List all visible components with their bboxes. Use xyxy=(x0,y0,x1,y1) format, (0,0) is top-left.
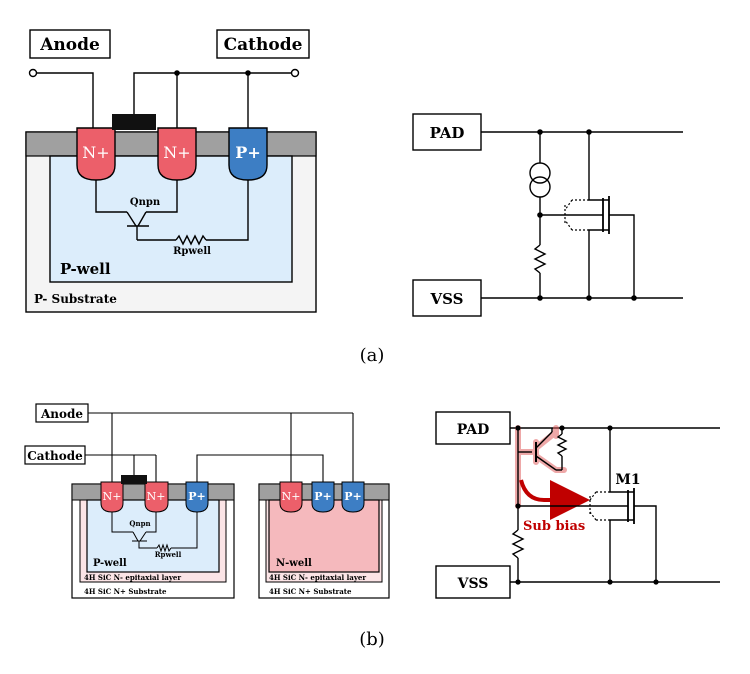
right-n-plus xyxy=(279,481,303,513)
vss-box-b xyxy=(435,565,511,599)
right-p-plus-1 xyxy=(311,481,335,513)
left-p-well-label: P-well xyxy=(93,558,127,569)
pad-label-b: PAD xyxy=(457,422,490,438)
panel-a-circuit: PAD VSS xyxy=(412,113,683,317)
parasitic-diode-dotted-b xyxy=(589,491,610,521)
panel-b-circuit: PAD VSS Sub bias xyxy=(435,411,720,599)
panel-a-cross-section: Anode Cathode N+ N+ P+ Qnpn Rpwell P-wel… xyxy=(25,29,317,313)
right-p-plus-2-label: P+ xyxy=(344,490,362,503)
p-plus-label: P+ xyxy=(235,143,260,162)
left-n-plus-2-label: N+ xyxy=(147,490,166,503)
substrate-label: P- Substrate xyxy=(34,292,117,306)
cathode-label-box xyxy=(216,29,310,59)
left-n-plus-1-label: N+ xyxy=(103,490,122,503)
left-p-plus-label: P+ xyxy=(188,490,206,503)
anode-label-box xyxy=(29,29,111,59)
right-substrate-label: 4H SiC N+ Substrate xyxy=(269,587,352,596)
vss-label-b: VSS xyxy=(457,576,489,592)
vss-label: VSS xyxy=(430,290,464,308)
pad-label: PAD xyxy=(430,124,465,142)
sub-bias-arrow xyxy=(519,479,590,520)
left-gate-block xyxy=(121,475,147,484)
n-plus-left-label: N+ xyxy=(82,143,109,162)
m1-label: M1 xyxy=(615,472,640,488)
anode-label-b: Anode xyxy=(40,407,83,421)
right-p-plus-1-label: P+ xyxy=(314,490,332,503)
n-plus-right-label: N+ xyxy=(163,143,190,162)
rpwell-label: Rpwell xyxy=(173,246,211,257)
caption-b: (b) xyxy=(359,629,385,650)
left-rpwell-label: Rpwell xyxy=(155,550,182,559)
right-n-well-label: N-well xyxy=(276,558,312,569)
left-device-internal-wiring xyxy=(111,512,198,553)
panel-b-wiring xyxy=(85,412,354,482)
panel-a-wiring xyxy=(28,68,300,246)
parasitic-diode-dotted xyxy=(564,199,589,231)
gate-block xyxy=(112,114,156,130)
qnpn-label: Qnpn xyxy=(130,197,161,208)
sub-bias-label: Sub bias xyxy=(523,519,585,534)
pad-box-b xyxy=(435,411,511,445)
right-n-plus-label: N+ xyxy=(282,490,301,503)
cathode-label: Cathode xyxy=(224,35,303,55)
bjt-highlight xyxy=(515,425,567,509)
left-epi-label: 4H SiC N- epitaxial layer xyxy=(84,573,181,582)
right-epi-label: 4H SiC N- epitaxial layer xyxy=(269,573,366,582)
right-p-plus-2 xyxy=(341,481,365,513)
anode-label: Anode xyxy=(39,35,100,55)
p-well-label: P-well xyxy=(60,260,111,278)
caption-a: (a) xyxy=(360,345,385,366)
pad-box xyxy=(412,113,482,151)
left-qnpn-label: Qnpn xyxy=(129,519,150,528)
cathode-label-b: Cathode xyxy=(27,449,83,463)
vss-box xyxy=(412,279,482,317)
left-substrate-label: 4H SiC N+ Substrate xyxy=(84,587,167,596)
panel-b-cross-section: Anode Cathode N+ N+ P+ Qnpn Rpwell P-wel… xyxy=(24,403,390,599)
